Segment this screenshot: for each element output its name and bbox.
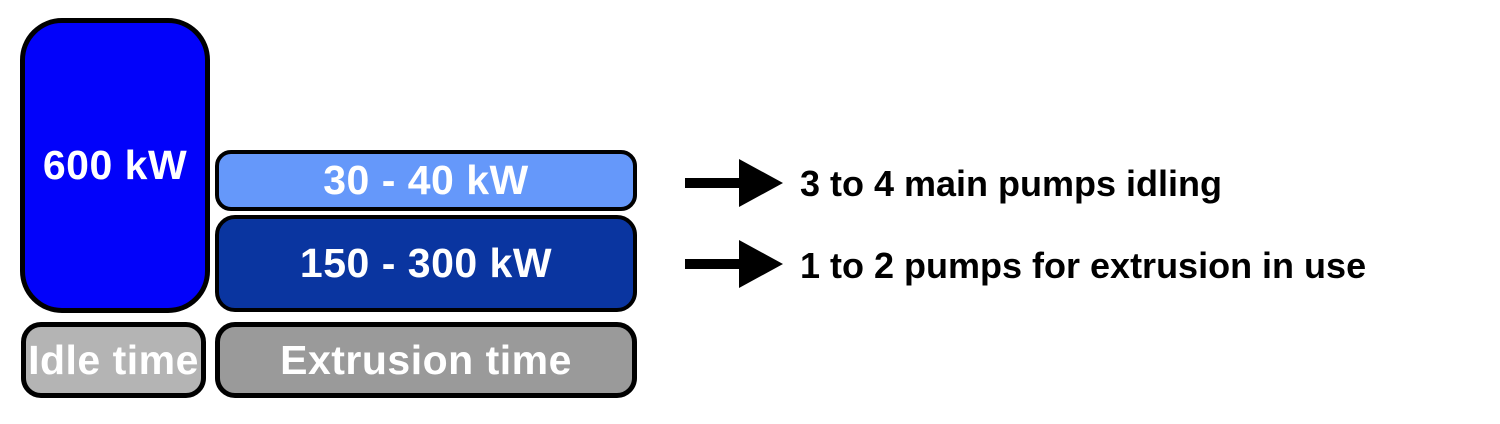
extrusion-pumps-box: 150 - 300 kW [215,215,637,312]
idling-pumps-box: 30 - 40 kW [215,150,637,211]
annotation-idling-pumps: 3 to 4 main pumps idling [800,163,1223,204]
annotation-extrusion-pumps: 1 to 2 pumps for extrusion in use [800,245,1367,286]
right-arrow-icon [685,159,783,207]
idling-pumps-label: 30 - 40 kW [323,157,529,203]
extrusion-time-box: Extrusion time [215,322,637,398]
extrusion-time-label: Extrusion time [280,336,572,383]
idle-time-label: Idle time [28,336,199,383]
idle-power-label: 600 kW [42,142,188,188]
extrusion-pumps-label: 150 - 300 kW [299,240,553,286]
idle-power-box: 600 kW [20,18,210,313]
idle-time-box: Idle time [21,322,206,398]
right-arrow-icon [685,240,783,288]
